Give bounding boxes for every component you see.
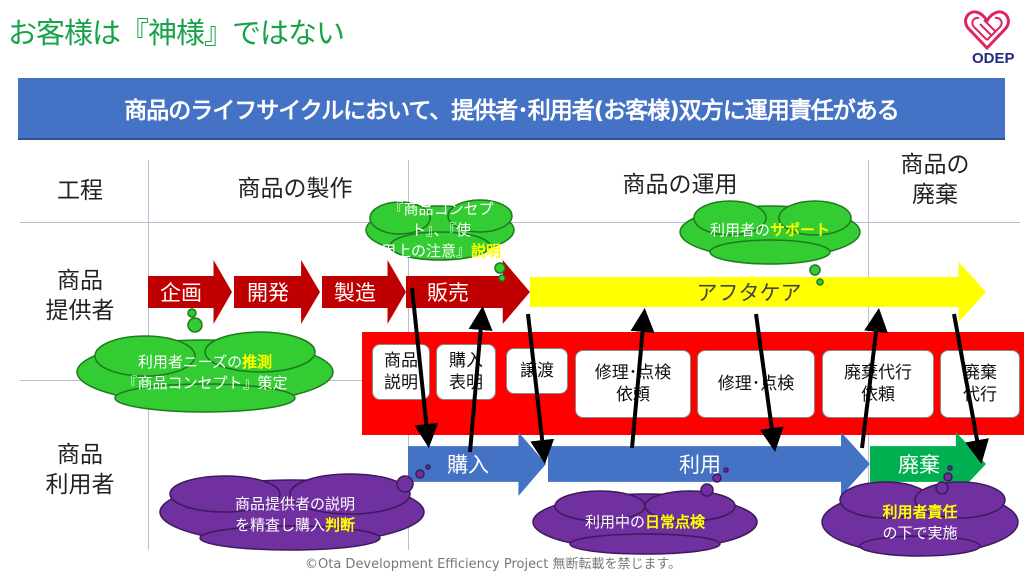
cloud-text: 『商品コンセプト』策定 (122, 374, 288, 392)
page-title: お客様は『神様』ではない (8, 16, 345, 50)
cloud-responsibility (821, 465, 1019, 557)
header-dispose-line2: 廃棄 (912, 182, 958, 208)
cloud-highlight: 推測 (242, 353, 273, 371)
row-user-line1: 商品 (57, 442, 103, 468)
cloud-text: 用上の注意』 (380, 241, 471, 260)
interaction-label: 購入 (449, 351, 483, 371)
cloud-highlight: 日常点検 (645, 512, 706, 531)
arrow-up (630, 308, 655, 449)
header-dispose-line1: 商品の (900, 152, 970, 178)
interaction-label: 修理･点検 (717, 374, 795, 394)
cloud-concept-explain (365, 199, 515, 282)
interaction-purchase-intent: 購入表明 (436, 344, 496, 400)
interaction-disposal-service: 廃棄代行 (940, 350, 1020, 418)
row-user-line2: 利用者 (45, 472, 115, 498)
row-user: 商品利用者 (40, 440, 120, 500)
odep-logo-text: ODEP (972, 50, 1015, 67)
row-provider-line2: 提供者 (45, 298, 115, 324)
cloud-text: 商品提供者の説明 (234, 495, 355, 513)
header-dispose: 商品の廃棄 (880, 150, 990, 210)
arrow-down (754, 313, 784, 452)
interaction-label: 廃棄 (963, 363, 997, 383)
cloud-text: の下で実施 (882, 524, 958, 542)
summary-banner: 商品のライフサイクルにおいて、提供者･利用者(お客様)双方に運用責任がある (18, 78, 1005, 140)
interaction-label: 譲渡 (520, 361, 554, 381)
interaction-label: 説明 (384, 373, 418, 393)
cloud-needs-text: 利用者ニーズの推測『商品コンセプト』策定 (85, 350, 325, 396)
interaction-label: 商品 (384, 351, 418, 371)
cloud-responsibility-text: 利用者責任の下で実施 (840, 500, 1000, 546)
cloud-text: 『商品コンセプト』、『使 (388, 199, 494, 239)
cloud-judge-text: 商品提供者の説明を精査し購入判断 (185, 492, 405, 538)
arrow-up (860, 308, 888, 449)
cloud-text: を精査し購入 (234, 516, 325, 534)
interaction-repair-request: 修理･点検依頼 (575, 350, 691, 418)
interaction-label: 修理･点検 (594, 363, 672, 383)
cloud-needs (76, 308, 334, 413)
row-provider-line1: 商品 (57, 268, 103, 294)
cloud-highlight: 判断 (325, 516, 356, 534)
cloud-highlight: 説明 (471, 241, 502, 260)
odep-heart-logo-icon (964, 10, 1010, 50)
cloud-highlight: サポート (770, 220, 831, 239)
arrow-down (952, 313, 989, 464)
grid-line (20, 222, 1020, 223)
cloud-support (679, 200, 861, 286)
cloud-judge (159, 464, 431, 551)
row-provider: 商品提供者 (40, 266, 120, 326)
interaction-label: 依頼 (616, 385, 650, 405)
header-process: 工程 (57, 178, 103, 204)
arrow-down (526, 313, 555, 464)
cloud-text: 利用者の (709, 220, 770, 239)
arrow-up (468, 306, 493, 453)
footer-copyright: ©Ota Development Efficiency Project 無断転載… (305, 557, 682, 572)
header-operate: 商品の運用 (622, 172, 738, 198)
cloud-daily (532, 467, 758, 555)
interaction-label: 廃棄代行 (844, 363, 912, 383)
cloud-daily-text: 利用中の日常点検 (545, 508, 745, 536)
cloud-highlight: 利用者責任 (882, 503, 958, 521)
interaction-repair: 修理･点検 (697, 350, 815, 418)
interaction-disposal-request: 廃棄代行依頼 (822, 350, 934, 418)
cloud-text: 利用者ニーズの (137, 353, 243, 371)
cloud-concept-explain-text: 『商品コンセプト』、『使用上の注意』説明 (370, 200, 512, 260)
header-make: 商品の製作 (237, 176, 353, 202)
cloud-text: 利用中の (584, 512, 645, 531)
cloud-support-text: 利用者のサポート (690, 216, 850, 244)
arrow-down (410, 287, 439, 448)
